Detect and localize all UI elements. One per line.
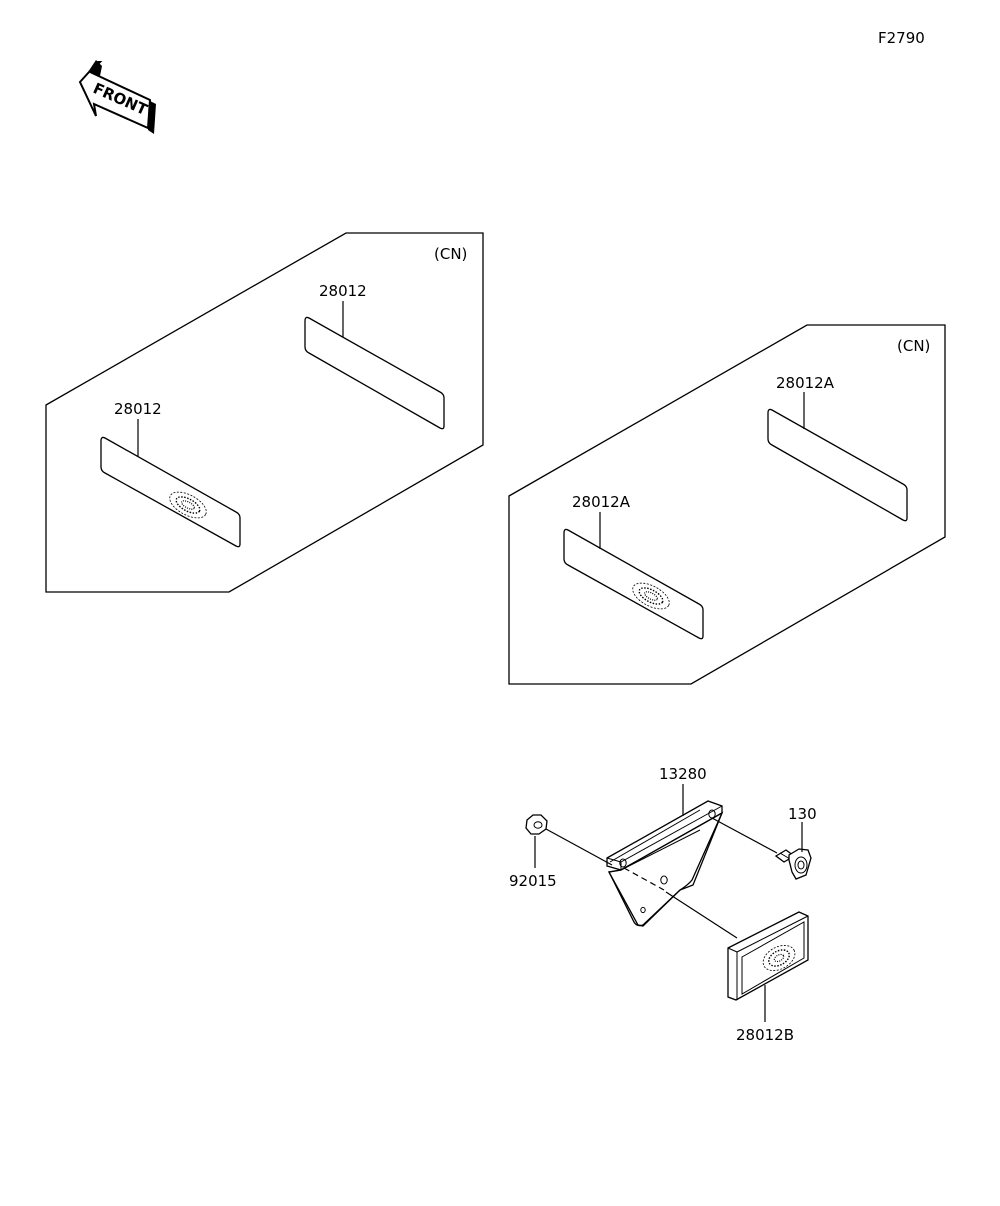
- front-arrow-icon: FRONT: [78, 60, 156, 134]
- decal-strip: [100, 436, 241, 548]
- group-2-callout-upper: 28012A: [776, 374, 835, 392]
- bolt-callout: 130: [788, 805, 817, 823]
- reflector-callout: 28012B: [736, 1026, 794, 1044]
- decal-group-2: (CN) 28012A 28012A: [508, 324, 946, 685]
- group-1-callout-upper: 28012: [319, 282, 367, 300]
- decal-strip: [304, 316, 445, 430]
- logo-icon: [762, 945, 796, 971]
- group-2-callout-lower: 28012A: [572, 493, 631, 511]
- logo-icon: [632, 582, 670, 610]
- bracket-callout: 13280: [659, 765, 707, 783]
- bracket-part: [606, 800, 724, 927]
- logo-icon: [169, 491, 207, 519]
- group-1-callout-lower: 28012: [114, 400, 162, 418]
- decal-group-1: (CN) 28012 28012: [45, 232, 484, 593]
- decal-strip: [563, 528, 704, 640]
- group-1-region-tag: (CN): [434, 245, 467, 263]
- group-2-region-tag: (CN): [897, 337, 930, 355]
- group-1-panel: [45, 232, 484, 593]
- figure-code: F2790: [878, 29, 925, 47]
- nut-icon: [525, 814, 548, 835]
- nut-callout: 92015: [509, 872, 557, 890]
- reflector-assembly: 13280 92015 130: [509, 765, 817, 1044]
- reflector-icon: [727, 911, 809, 1001]
- bolt-icon: [774, 848, 812, 880]
- decal-strip: [767, 408, 908, 522]
- group-2-panel: [508, 324, 946, 685]
